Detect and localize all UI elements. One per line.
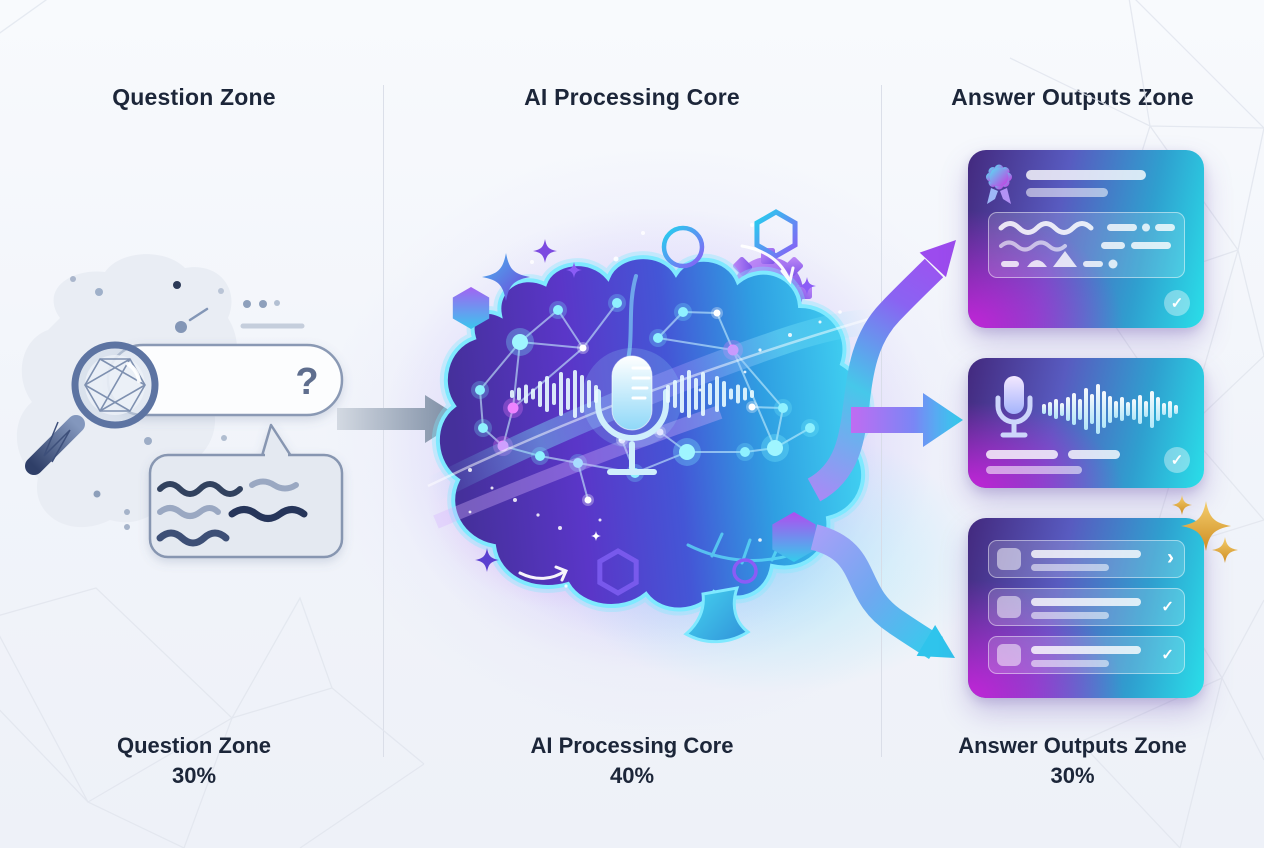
list-thumbnail — [997, 548, 1021, 570]
squiggle-text-lines — [156, 478, 308, 547]
question-zone-header: Question Zone — [112, 84, 276, 110]
output-arrow-top — [807, 258, 944, 502]
ai-core-illustration — [422, 209, 877, 644]
card-title-line — [1026, 170, 1146, 180]
magnifier-icon — [25, 341, 159, 475]
check-icon: ✓ — [1164, 447, 1190, 473]
transcript-line — [986, 466, 1082, 474]
check-icon: ✓ — [1164, 290, 1190, 316]
chevron-right-icon: › — [1167, 546, 1174, 570]
question-mark-glyph: ? — [295, 361, 318, 403]
core-decorations — [452, 209, 842, 596]
microphone-icon — [995, 376, 1033, 438]
badge-icon — [986, 164, 1012, 204]
ai-core-share: 40% — [609, 763, 655, 788]
waveform-right — [666, 370, 754, 418]
card-subtitle-line — [1026, 188, 1108, 197]
list-thumbnail — [997, 596, 1021, 618]
waveform-left — [510, 370, 598, 418]
question-illustration: ? — [16, 254, 344, 559]
input-arrow — [337, 395, 463, 443]
transcript-line — [986, 450, 1058, 459]
document-preview-panel — [988, 212, 1185, 278]
list-item: › — [988, 540, 1185, 578]
list-thumbnail — [997, 644, 1021, 666]
output-arrows — [807, 240, 963, 659]
list-item: ✓ — [988, 636, 1185, 674]
rotation-arrows — [518, 244, 795, 582]
output-arrow-bottom — [810, 524, 943, 659]
check-icon: ✓ — [1161, 646, 1174, 664]
ai-core-header: AI Processing Core — [524, 84, 740, 110]
microphone-icon — [582, 348, 682, 475]
waveform-icon — [1042, 374, 1182, 444]
scatter-dots — [70, 276, 280, 530]
brain-stem — [683, 586, 751, 644]
output-card-list: › ✓ ✓ — [968, 518, 1204, 698]
question-zone-share: 30% — [171, 763, 217, 788]
speech-bubble — [148, 423, 344, 559]
list-item: ✓ — [988, 588, 1185, 626]
gold-sparkles-icon — [1172, 495, 1238, 563]
output-arrow-middle — [851, 393, 963, 447]
transcript-line — [1068, 450, 1120, 459]
answer-zone-share: 30% — [1050, 763, 1095, 788]
check-icon: ✓ — [1161, 598, 1174, 616]
output-card-voice: ✓ — [968, 358, 1204, 488]
document-squiggles — [998, 221, 1175, 269]
output-card-document: ✓ — [968, 150, 1204, 328]
